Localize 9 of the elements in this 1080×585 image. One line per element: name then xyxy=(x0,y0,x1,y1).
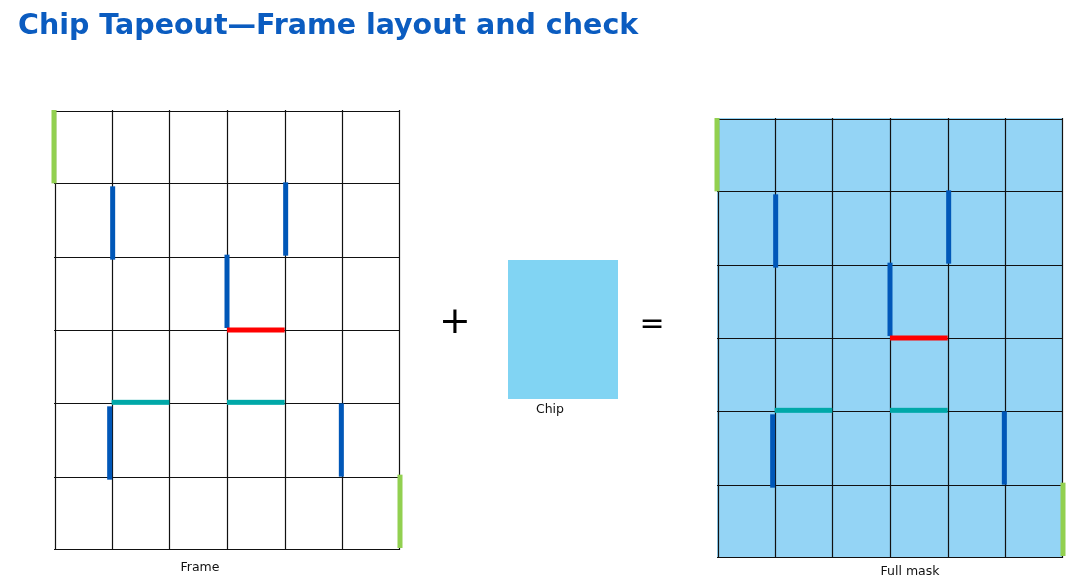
chip-block xyxy=(508,260,618,399)
full-mask-grid xyxy=(717,118,1063,558)
node-label: Chip xyxy=(535,401,565,416)
frame-grid xyxy=(54,110,400,550)
title: Chip Tapeout—Frame layout and check xyxy=(18,8,639,42)
node-label: Full mask xyxy=(880,563,940,578)
node-label: Frame xyxy=(180,559,220,574)
equals-sign: = xyxy=(639,308,665,338)
plus-sign: + xyxy=(439,301,471,339)
